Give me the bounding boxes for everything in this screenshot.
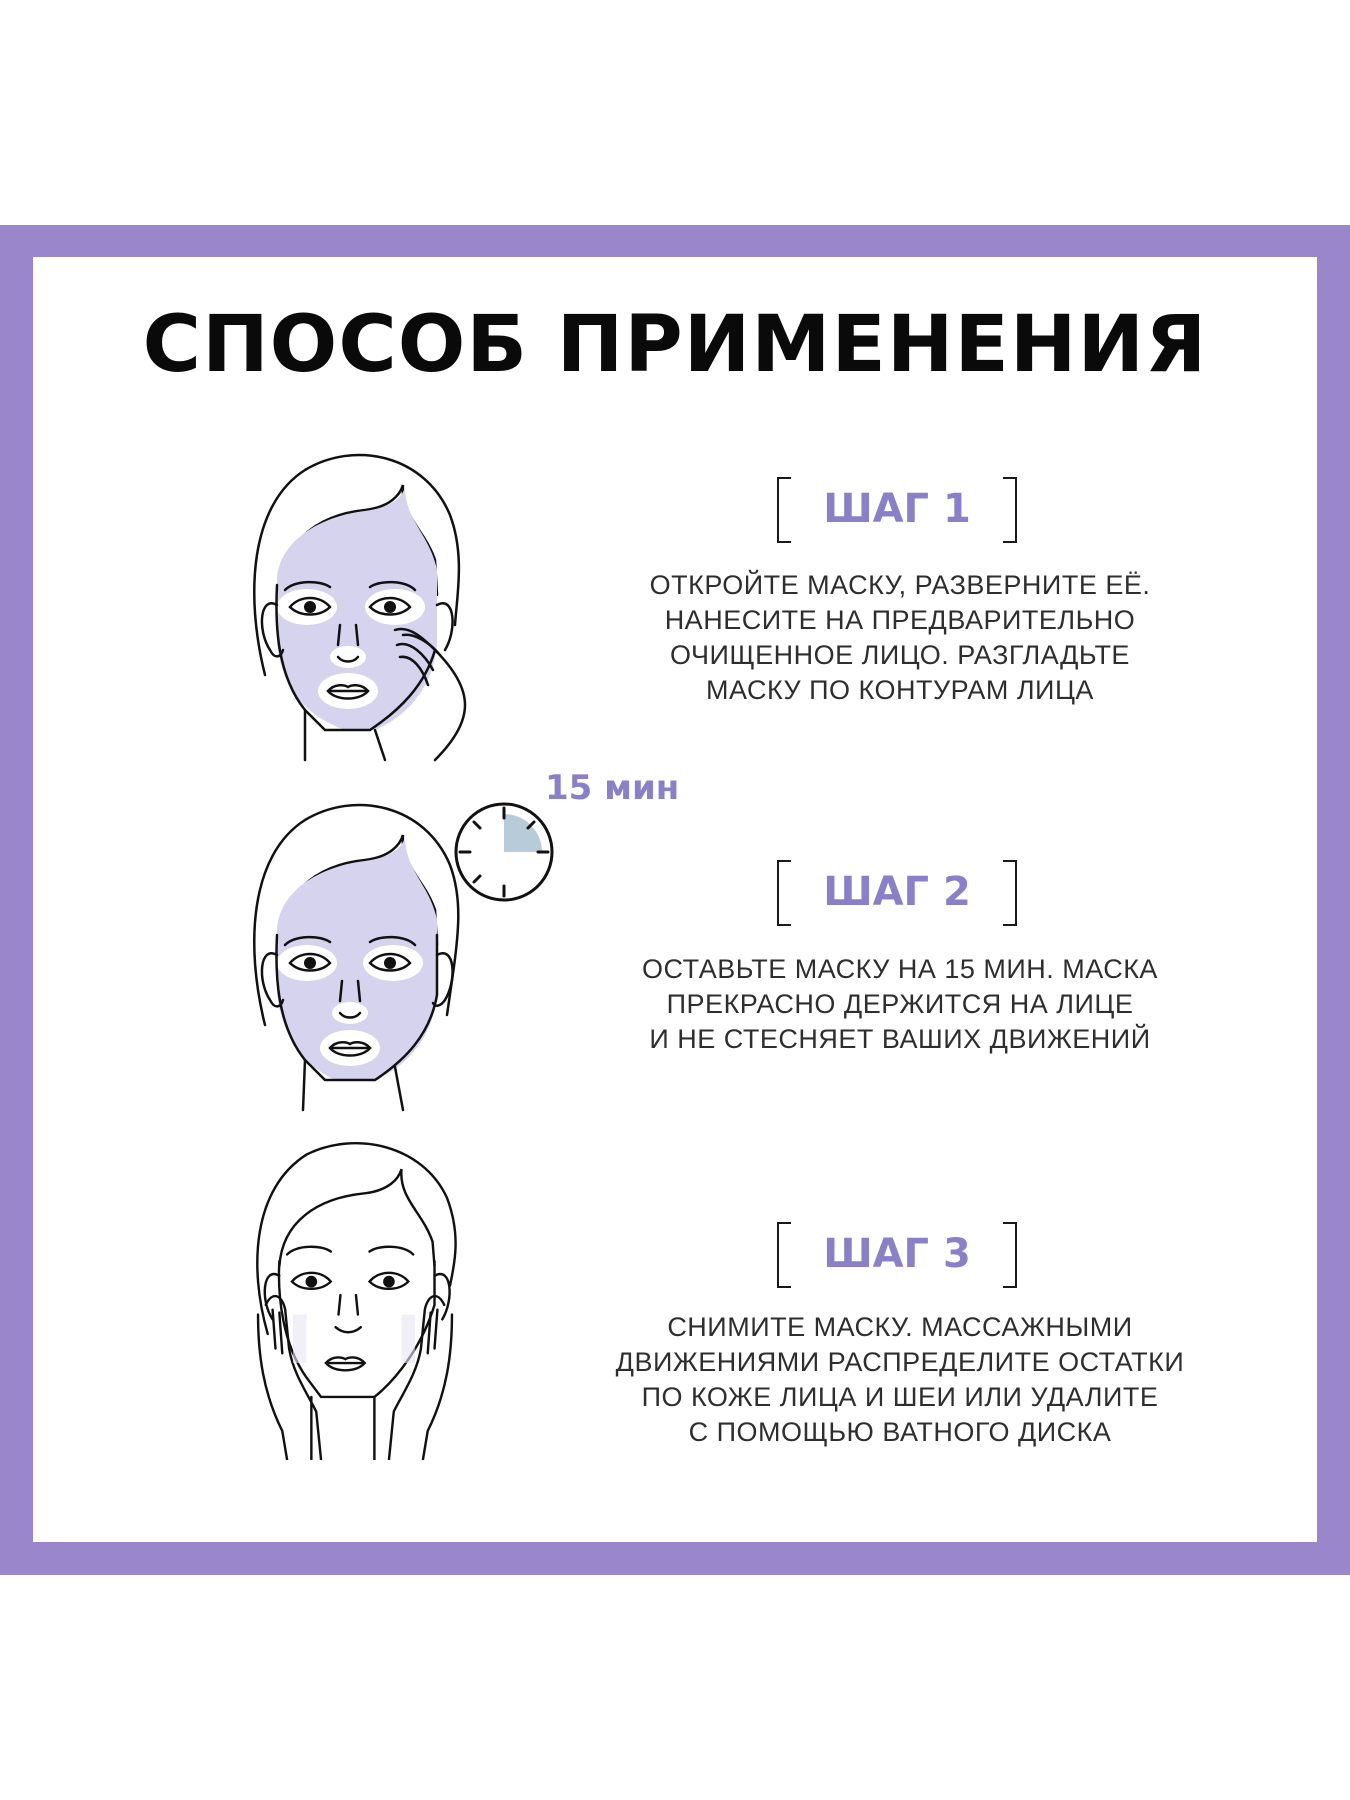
stopwatch-icon bbox=[454, 802, 554, 902]
face-wearing-mask-icon bbox=[253, 803, 460, 1112]
step-3-line: ДВИЖЕНИЯМИ РАСПРЕДЕЛИТЕ ОСТАТКИ bbox=[615, 1347, 1185, 1377]
step-2-label: ШАГ 2 bbox=[823, 869, 971, 915]
step-3-line: СНИМИТЕ МАСКУ. МАССАЖНЫМИ bbox=[667, 1312, 1133, 1342]
step-1-line: ОЧИЩЕННОЕ ЛИЦО. РАЗГЛАДЬТЕ bbox=[670, 640, 1130, 670]
step-3-line: С ПОМОЩЬЮ ВАТНОГО ДИСКА bbox=[688, 1417, 1112, 1447]
step-2-description: ОСТАВЬТЕ МАСКУ НА 15 МИН. МАСКА ПРЕКРАСН… bbox=[580, 952, 1220, 1057]
step-3-label: ШАГ 3 bbox=[823, 1231, 971, 1277]
right-bracket bbox=[1003, 860, 1017, 926]
step-3-header: ШАГ 3 bbox=[777, 1222, 1017, 1288]
step-2-header: ШАГ 2 bbox=[777, 860, 1017, 926]
face-applying-mask-icon bbox=[253, 453, 467, 762]
content-panel bbox=[33, 257, 1317, 1542]
face-massaging-icon bbox=[256, 1142, 457, 1460]
left-bracket bbox=[777, 1222, 791, 1288]
step-3-description: СНИМИТЕ МАСКУ. МАССАЖНЫМИ ДВИЖЕНИЯМИ РАС… bbox=[570, 1310, 1230, 1450]
step-2-line: И НЕ СТЕСНЯЕТ ВАШИХ ДВИЖЕНИЙ bbox=[649, 1024, 1151, 1054]
right-bracket bbox=[1003, 477, 1017, 543]
step-1-description: ОТКРОЙТЕ МАСКУ, РАЗВЕРНИТЕ ЕЁ. НАНЕСИТЕ … bbox=[600, 568, 1200, 708]
step-1-line: НАНЕСИТЕ НА ПРЕДВАРИТЕЛЬНО bbox=[664, 605, 1136, 635]
step-1-label: ШАГ 1 bbox=[823, 486, 971, 532]
step-2-line: ОСТАВЬТЕ МАСКУ НА 15 МИН. МАСКА bbox=[642, 954, 1158, 984]
right-bracket bbox=[1003, 1222, 1017, 1288]
step-3-line: ПО КОЖЕ ЛИЦА И ШЕИ ИЛИ УДАЛИТЕ bbox=[641, 1382, 1159, 1412]
page-title: СПОСОБ ПРИМЕНЕНИЯ bbox=[142, 300, 1208, 390]
timer-label: 15 мин bbox=[545, 768, 680, 808]
left-bracket bbox=[777, 860, 791, 926]
step-1-line: ОТКРОЙТЕ МАСКУ, РАЗВЕРНИТЕ ЕЁ. bbox=[649, 570, 1151, 600]
step-2-line: ПРЕКРАСНО ДЕРЖИТСЯ НА ЛИЦЕ bbox=[666, 989, 1134, 1019]
step-1-header: ШАГ 1 bbox=[777, 477, 1017, 543]
left-bracket bbox=[777, 477, 791, 543]
step-1-line: МАСКУ ПО КОНТУРАМ ЛИЦА bbox=[706, 675, 1094, 705]
